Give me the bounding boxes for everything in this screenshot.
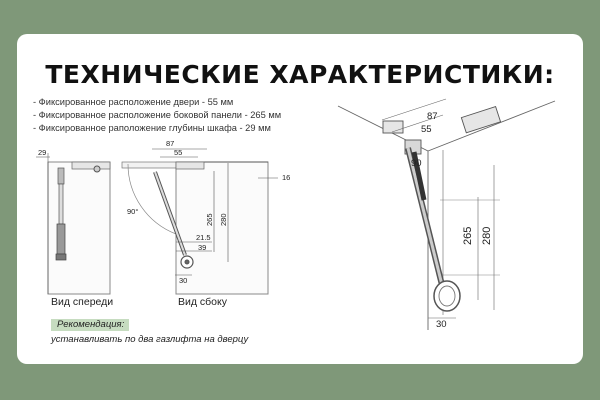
recommendation-highlight	[51, 319, 129, 331]
side-view-caption: Вид сбоку	[178, 296, 227, 308]
side-angle: 90°	[127, 207, 138, 216]
specs-list: - Фиксированное расположение двери - 55 …	[33, 96, 281, 135]
side-dim-21-5: 21.5	[196, 233, 211, 242]
side-view-drawing	[121, 148, 278, 295]
side-dim-280: 280	[219, 213, 228, 226]
side-dim-87: 87	[166, 139, 174, 148]
iso-angle: 90	[411, 158, 422, 169]
spec-door-position: - Фиксированное расположение двери - 55 …	[33, 97, 234, 107]
iso-dim-87: 87	[427, 111, 438, 122]
side-dim-30: 30	[179, 276, 187, 285]
front-view-drawing	[36, 153, 111, 295]
spec-cabinet-depth: - Фиксированное раположение глубины шкаф…	[33, 123, 271, 133]
spec-side-panel-position: - Фиксированное расположение боковой пан…	[33, 110, 282, 120]
side-dim-16: 16	[282, 173, 290, 182]
recommendation-text: устанавливать по два газлифта на дверцу	[51, 334, 249, 345]
side-dim-39: 39	[198, 243, 206, 252]
front-dim-29: 29	[38, 148, 46, 157]
front-view-caption: Вид спереди	[51, 296, 114, 308]
recommendation-label: Рекомендация:	[57, 319, 125, 330]
side-dim-55: 55	[174, 148, 182, 157]
side-dim-265: 265	[205, 213, 214, 226]
iso-dim-30: 30	[436, 319, 447, 330]
isometric-view-drawing	[337, 98, 556, 330]
iso-dim-280: 280	[481, 227, 493, 245]
iso-dim-55: 55	[421, 124, 432, 135]
content-card	[17, 34, 583, 364]
iso-dim-265: 265	[462, 227, 474, 245]
page-title: ТЕХНИЧЕСКИЕ ХАРАКТЕРИСТИКИ:	[45, 60, 555, 89]
